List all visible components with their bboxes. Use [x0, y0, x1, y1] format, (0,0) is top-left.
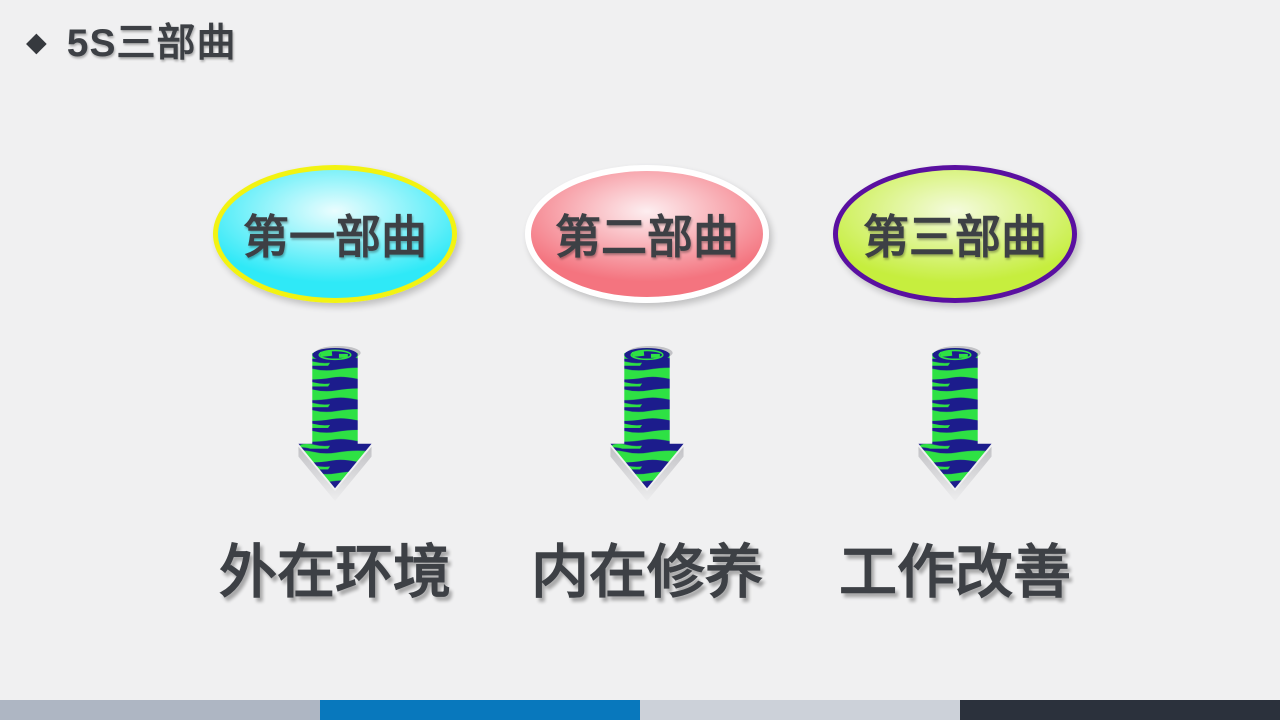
title-row: ◆ 5S三部曲: [26, 12, 236, 68]
step-1-result-label: 外在环境: [218, 540, 451, 605]
step-3-result-label: 工作改善: [838, 540, 1071, 605]
step-2-result-label: 内在修养: [530, 540, 763, 605]
page-title: 5S三部曲: [66, 22, 237, 65]
step-column-3: 第三部曲 工作改善: [795, 0, 1115, 609]
step-column-2: 第二部曲 内在修养: [487, 0, 807, 609]
step-3-title: 第三部曲: [863, 211, 1047, 263]
step-column-1: 第一部曲 外在环境: [175, 0, 495, 609]
step-ellipse-3: 第三部曲: [833, 165, 1077, 303]
step-2-title: 第二部曲: [555, 211, 739, 263]
step-ellipse-2: 第二部曲: [525, 165, 769, 303]
diamond-bullet-icon: ◆: [26, 26, 47, 57]
footer-segment-1: [0, 700, 320, 720]
footer-segment-2: [320, 700, 640, 720]
down-arrow-icon: [289, 345, 381, 503]
step-1-title: 第一部曲: [243, 211, 427, 263]
down-arrow-icon: [909, 345, 1001, 503]
footer-segment-4: [960, 700, 1280, 720]
footer-segment-3: [640, 700, 960, 720]
down-arrow-icon: [601, 345, 693, 503]
footer-bar: [0, 700, 1280, 720]
step-ellipse-1: 第一部曲: [213, 165, 457, 303]
